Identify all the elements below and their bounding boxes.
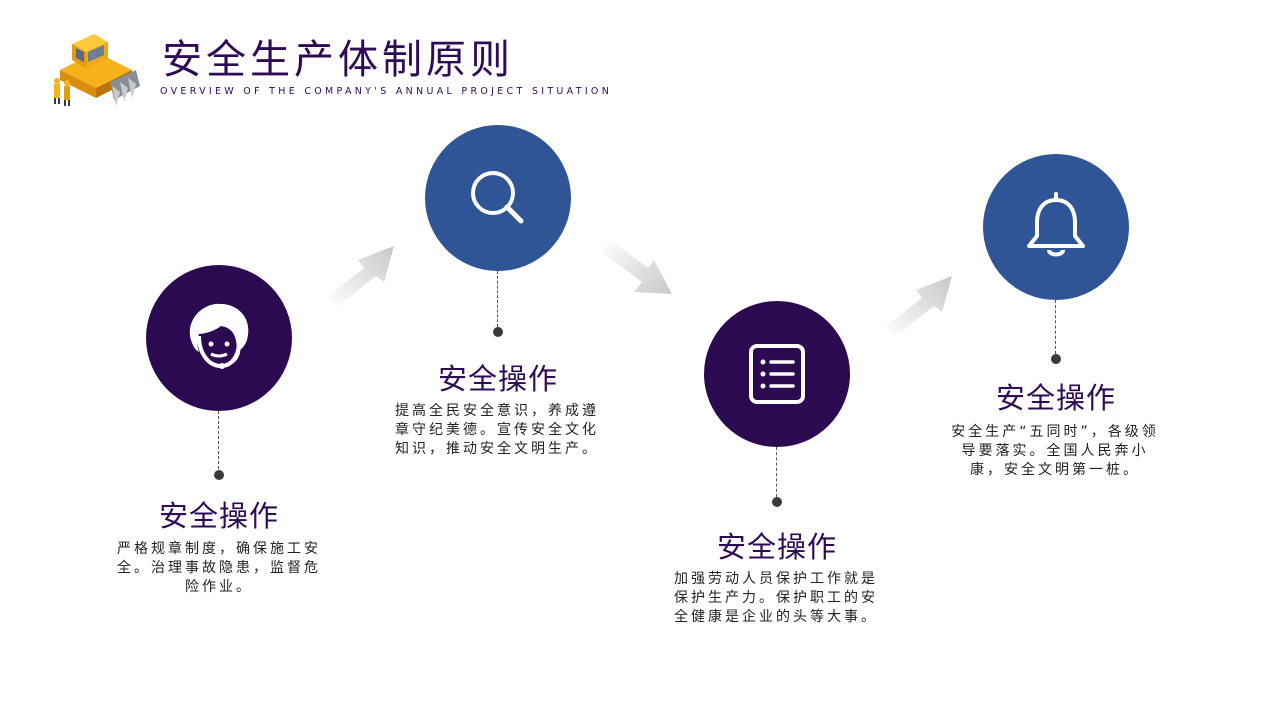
step-2-circle: [425, 125, 571, 271]
connector-line: [218, 411, 219, 469]
person-headset-icon: [189, 303, 249, 369]
step-3-title: 安全操作: [716, 530, 837, 564]
connector-line: [497, 271, 498, 327]
bell-icon: [1027, 192, 1085, 257]
flow-arrow-up-right-icon: [884, 276, 952, 336]
step-4-title: 安全操作: [995, 381, 1116, 415]
list-icon: [749, 344, 805, 404]
step-1-title: 安全操作: [158, 499, 279, 533]
search-icon: [471, 171, 524, 224]
connector-line: [776, 447, 777, 497]
step-4-description: 安全生产“五同时”，各级领导要落实。全国人民奔小康，安全文明第一桩。: [951, 424, 1159, 478]
step-2-title: 安全操作: [437, 362, 558, 396]
flow-arrow-up-right-icon: [326, 246, 394, 306]
connector-dot: [1051, 354, 1061, 364]
connector-dot: [214, 470, 224, 480]
page-subtitle: OVERVIEW OF THE COMPANY'S ANNUAL PROJECT…: [160, 86, 613, 97]
step-3-description: 加强劳动人员保护工作就是保护生产力。保护职工的安全健康是企业的头等大事。: [674, 571, 878, 625]
step-1-description: 严格规章制度，确保施工安全。治理事故隐患，监督危险作业。: [117, 541, 321, 595]
step-4-circle: [983, 154, 1129, 300]
bulldozer-logo-icon: [54, 34, 140, 106]
connector-dot: [493, 327, 503, 337]
step-1-circle: [146, 265, 292, 411]
connector-line: [1055, 300, 1056, 354]
connector-dot: [772, 497, 782, 507]
step-2-description: 提高全民安全意识，养成遵章守纪美德。宣传安全文化知识，推动安全文明生产。: [395, 403, 599, 457]
flow-arrow-down-right-icon: [602, 240, 672, 294]
step-3-circle: [704, 301, 850, 447]
page-title: 安全生产体制原则: [162, 37, 514, 83]
